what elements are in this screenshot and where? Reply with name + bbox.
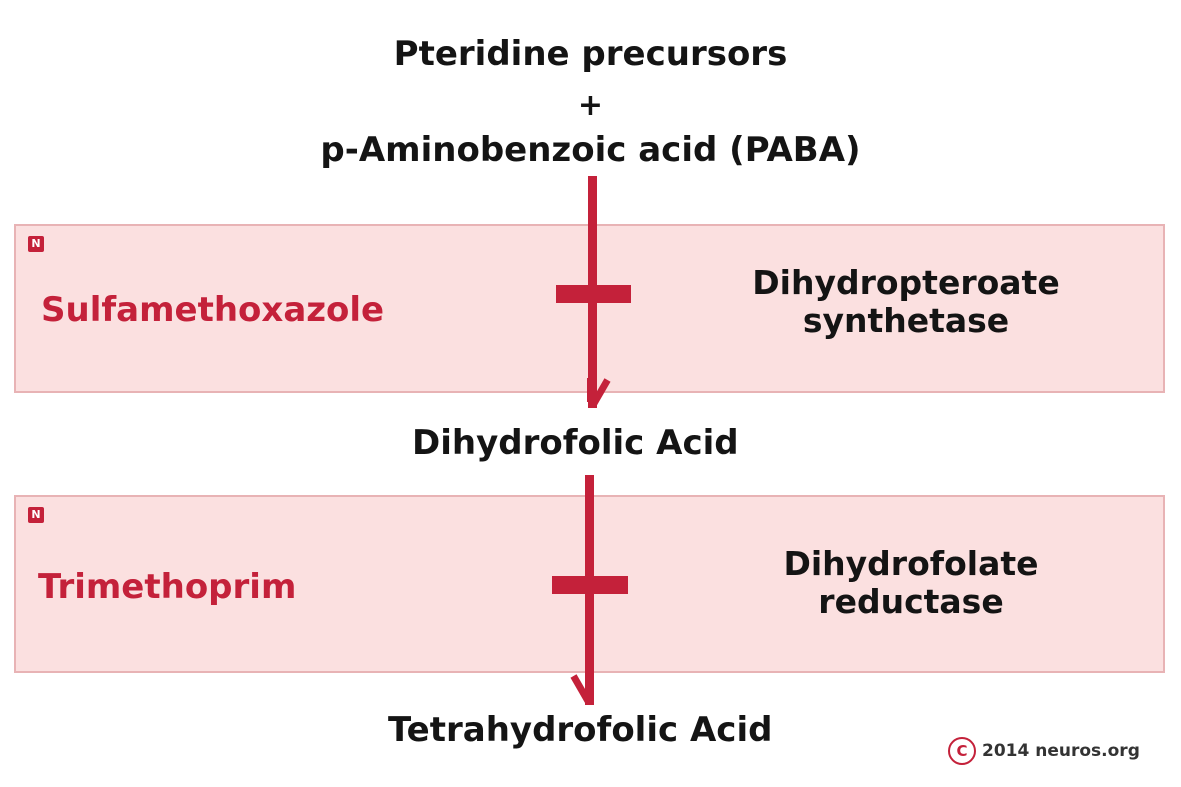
enzyme-line2: reductase bbox=[818, 582, 1004, 621]
neuros-logo-icon: N bbox=[28, 507, 44, 523]
inhibition-bar-2 bbox=[552, 576, 628, 594]
enzyme-dihydrofolate-reductase: Dihydrofolate reductase bbox=[751, 545, 1071, 621]
arrow-head-1-stem bbox=[587, 378, 593, 402]
plus-sign: + bbox=[577, 88, 604, 123]
copyright: C 2014 neuros.org bbox=[948, 737, 1140, 765]
substrate-pteridine: Pteridine precursors bbox=[393, 34, 788, 74]
intermediate-dihydrofolic-acid: Dihydrofolic Acid bbox=[412, 423, 739, 463]
inhibition-bar-1 bbox=[556, 285, 631, 303]
enzyme-line1: Dihydrofolate bbox=[783, 544, 1039, 583]
neuros-logo-icon: N bbox=[28, 236, 44, 252]
substrate-paba: p-Aminobenzoic acid (PABA) bbox=[320, 130, 861, 170]
product-tetrahydrofolic-acid: Tetrahydrofolic Acid bbox=[388, 710, 773, 750]
drug-trimethoprim: Trimethoprim bbox=[38, 567, 297, 607]
copyright-year: 2014 bbox=[982, 741, 1030, 761]
drug-sulfamethoxazole: Sulfamethoxazole bbox=[41, 290, 385, 330]
copyright-icon: C bbox=[948, 737, 976, 765]
enzyme-line2: synthetase bbox=[802, 301, 1010, 340]
copyright-site: neuros.org bbox=[1035, 741, 1140, 761]
enzyme-line1: Dihydropteroate bbox=[752, 263, 1060, 302]
enzyme-dihydropteroate-synthetase: Dihydropteroate synthetase bbox=[716, 264, 1096, 340]
